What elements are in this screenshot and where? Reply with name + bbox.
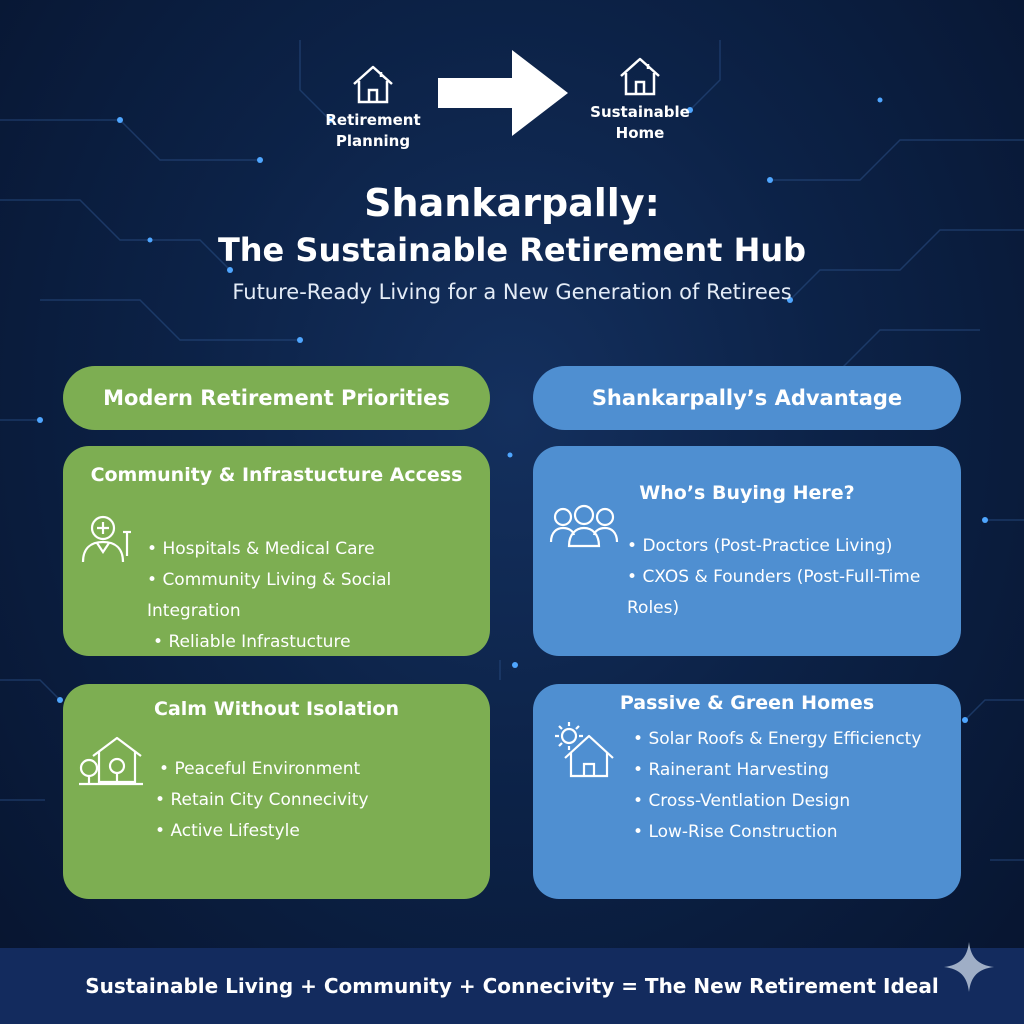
page-title: Shankarpally: The Sustainable Retirement… bbox=[0, 180, 1024, 272]
list-item: Active Lifestyle bbox=[155, 816, 369, 847]
page-subtitle: Future-Ready Living for a New Generation… bbox=[232, 280, 792, 304]
card-title: Calm Without Isolation bbox=[154, 698, 399, 720]
house-icon bbox=[620, 57, 660, 96]
arrow-right-icon bbox=[438, 50, 568, 136]
flow-from-label: Retirement Planning bbox=[325, 111, 421, 150]
list-item: Rainerant Harvesting bbox=[633, 755, 921, 786]
list-item: Retain City Connecivity bbox=[155, 785, 368, 816]
list-item: Community Living & Social Integration bbox=[147, 565, 490, 627]
card-title: Passive & Green Homes bbox=[619, 692, 875, 714]
list-item: Doctors (Post-Practice Living) bbox=[627, 531, 961, 562]
list-item: Solar Roofs & Energy Efficiencty bbox=[633, 724, 921, 755]
flow-node-retirement-planning: Retirement Planning bbox=[318, 62, 428, 152]
list-item: Cross-Ventlation Design bbox=[633, 786, 921, 817]
left-column-header: Modern Retirement Priorities bbox=[63, 366, 490, 430]
footer-text: Sustainable Living + Community + Conneci… bbox=[85, 974, 939, 998]
doctor-icon bbox=[81, 515, 131, 563]
card-title: Who’s Buying Here? bbox=[639, 482, 855, 504]
sun-house-icon bbox=[555, 722, 614, 778]
card-community-infrastructure: Community & Infrastucture Access Hospita… bbox=[63, 446, 490, 656]
card-list: Doctors (Post-Practice Living) CXOS & Fo… bbox=[627, 531, 961, 624]
flow-diagram: Retirement Planning Sustainable Home bbox=[0, 50, 1024, 160]
right-column-header: Shankarpally’s Advantage bbox=[533, 366, 961, 430]
sparkle-icon bbox=[944, 942, 994, 992]
flow-to-label: Sustainable Home bbox=[590, 103, 690, 142]
title-line-1: Shankarpally: bbox=[364, 181, 660, 225]
card-passive-green-homes: Passive & Green Homes Solar Roofs & Ener… bbox=[533, 684, 961, 899]
card-title: Community & Infrastucture Access bbox=[90, 464, 463, 486]
list-item: CXOS & Founders (Post-Full-Time Roles) bbox=[627, 562, 961, 624]
list-item: Peaceful Environment bbox=[155, 754, 369, 785]
card-whos-buying: Who’s Buying Here? Doctors (Post-Practic… bbox=[533, 446, 961, 656]
footer-banner: Sustainable Living + Community + Conneci… bbox=[0, 948, 1024, 1024]
list-item: Hospitals & Medical Care bbox=[147, 534, 490, 565]
flow-node-sustainable-home: Sustainable Home bbox=[585, 54, 695, 144]
house-tree-icon bbox=[79, 736, 143, 786]
card-list: Hospitals & Medical Care Community Livin… bbox=[147, 534, 490, 658]
list-item: Low-Rise Construction bbox=[633, 817, 921, 848]
card-list: Solar Roofs & Energy Efficiencty Rainera… bbox=[633, 724, 921, 848]
card-calm-without-isolation: Calm Without Isolation Peaceful Environm… bbox=[63, 684, 490, 899]
list-item: Reliable Infrastucture bbox=[147, 627, 490, 658]
people-icon bbox=[549, 504, 619, 548]
title-line-2: The Sustainable Retirement Hub bbox=[217, 231, 807, 269]
card-list: Peaceful Environment Retain City Conneci… bbox=[155, 754, 369, 847]
house-icon bbox=[353, 65, 393, 104]
